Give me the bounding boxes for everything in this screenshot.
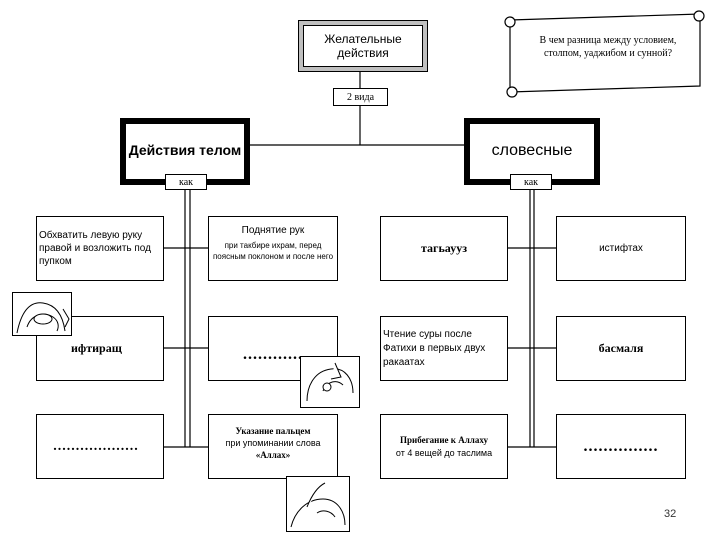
scroll-note-line1: В чем разница между условием, (539, 35, 677, 46)
right-sub-1-text: истифтах (599, 243, 643, 254)
body-actions-title: Действия телом (128, 142, 242, 158)
root-box: Желательные действия (298, 20, 428, 72)
root-title-line2: действия (337, 46, 389, 60)
hands-illustration-1 (12, 292, 72, 336)
left-sub-1: Поднятие рук при такбире ихрам, перед по… (208, 216, 338, 281)
scroll-note-line2: столпом, уаджибом и сунной? (543, 48, 673, 59)
right-item-1: тагьаууз (380, 216, 508, 281)
right-sub-2: басмаля (556, 316, 686, 381)
right-item-3-text: от 4 вещей до таслима (395, 447, 493, 458)
left-item-1: Обхватить левую руку правой и возложить … (36, 216, 164, 281)
left-sub-3-bold: «Аллах» (255, 450, 291, 460)
root-title-line1: Желательные (324, 32, 402, 46)
left-sub-3-text: при упоминании слова (225, 438, 321, 448)
right-sub-3: ............... (556, 414, 686, 479)
body-actions-box: Действия телом (120, 118, 250, 185)
right-sub-1: истифтах (556, 216, 686, 281)
right-sub-2-text: басмаля (598, 341, 644, 355)
right-item-2: Чтение суры после Фатихи в первых двух р… (380, 316, 508, 381)
right-item-2-text: Чтение суры после Фатихи в первых двух р… (383, 328, 486, 368)
page-number: 32 (664, 508, 677, 520)
hands-illustration-2 (300, 356, 360, 408)
scroll-shape (504, 10, 705, 98)
left-sub-3-title: Указание пальцем (235, 426, 311, 436)
hands-illustration-3 (286, 476, 350, 532)
left-sub-3: Указание пальцем при упоминании слова «А… (208, 414, 338, 479)
scroll-note: В чем разница между условием, столпом, у… (520, 34, 696, 60)
left-item-3: ................... (36, 414, 164, 479)
types-label: 2 вида (333, 88, 388, 106)
right-sub-3-text: ............... (583, 437, 659, 455)
left-sub-2-text: ............ (243, 346, 303, 363)
left-item-2: ифтиращ (36, 316, 164, 381)
left-sub-1-text: при такбире ихрам, перед поясным поклоно… (212, 241, 334, 261)
right-item-3: Прибегание к Аллаху от 4 вещей до таслим… (380, 414, 508, 479)
left-how-tag: как (165, 174, 207, 190)
right-item-1-text: тагьаууз (420, 241, 468, 255)
right-item-3-title: Прибегание к Аллаху (400, 434, 488, 445)
left-item-1-text: Обхватить левую руку правой и возложить … (39, 230, 151, 267)
left-item-3-text: ................... (53, 438, 139, 454)
left-sub-1-title: Поднятие рук (241, 225, 305, 236)
left-item-2-text: ифтиращ (71, 341, 122, 355)
verbal-actions-title: словесные (491, 142, 573, 159)
right-how-tag: как (510, 174, 552, 190)
